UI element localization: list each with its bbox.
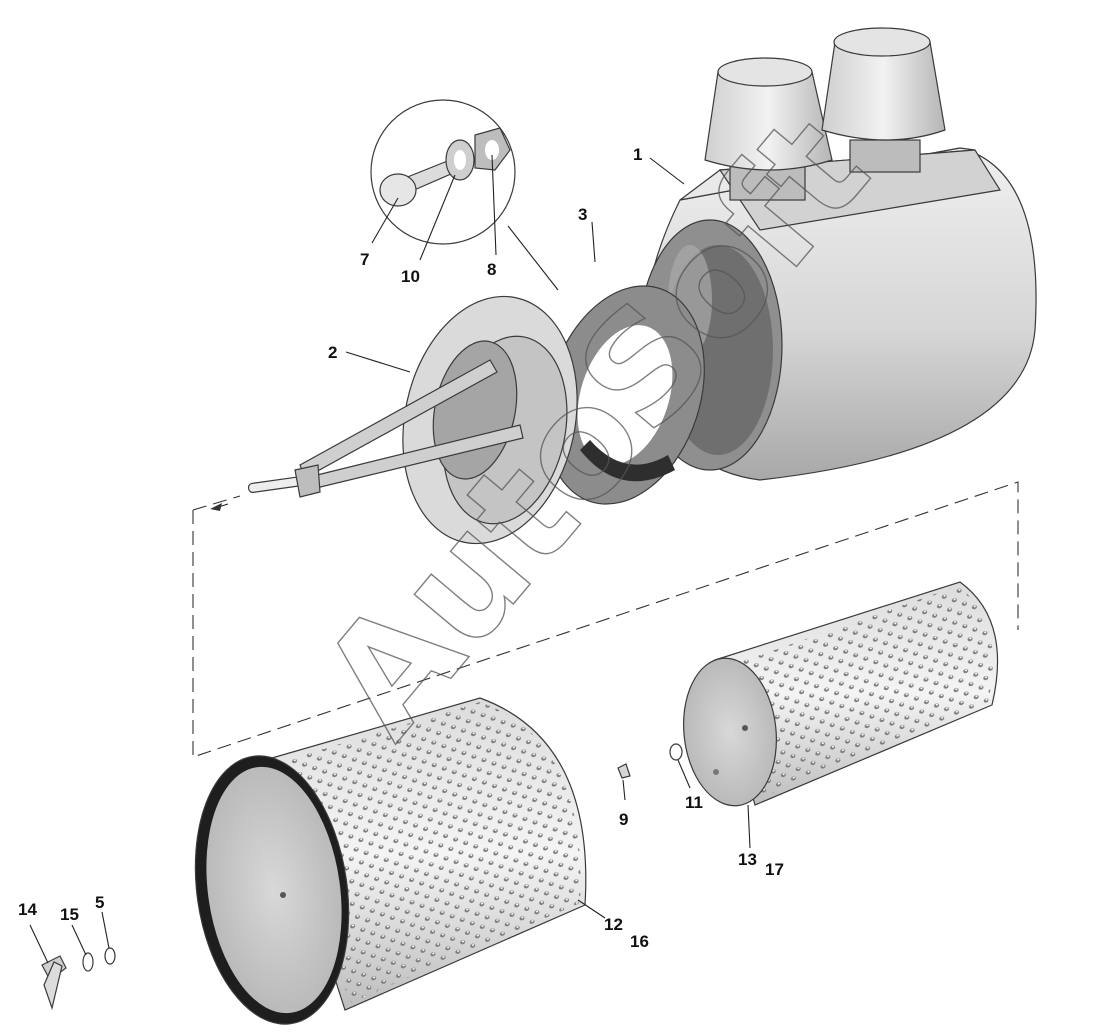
filter-small-part (683, 581, 999, 807)
callout-16: 16 (630, 932, 649, 951)
callout-14: 14 (18, 900, 37, 919)
leader-lines (29, 154, 751, 964)
callout-15: 15 (60, 905, 79, 924)
callout-12: 12 (604, 915, 623, 934)
callout-3: 3 (578, 205, 587, 224)
housing-part (637, 27, 1037, 481)
filter-large-part (194, 697, 587, 1025)
callout-13: 13 (738, 850, 757, 869)
callout-1: 1 (633, 145, 642, 164)
callout-2: 2 (328, 343, 337, 362)
callout-8: 8 (487, 260, 496, 279)
housing-cap-right (821, 27, 946, 173)
callout-numbers: 1 2 3 7 10 8 9 11 12 16 13 17 14 15 5 (18, 145, 784, 951)
callout-11: 11 (685, 793, 703, 812)
gasket-part (545, 285, 705, 505)
callout-9: 9 (619, 810, 628, 829)
callout-10: 10 (401, 267, 420, 286)
callout-5: 5 (95, 893, 104, 912)
callout-7: 7 (360, 250, 369, 269)
cover-flange-part (247, 295, 578, 545)
detail-circle (370, 99, 516, 245)
small-parts (41, 743, 683, 1011)
dashed-assembly-line (192, 481, 1019, 758)
housing-cap-left (704, 57, 833, 201)
callout-17: 17 (765, 860, 784, 879)
